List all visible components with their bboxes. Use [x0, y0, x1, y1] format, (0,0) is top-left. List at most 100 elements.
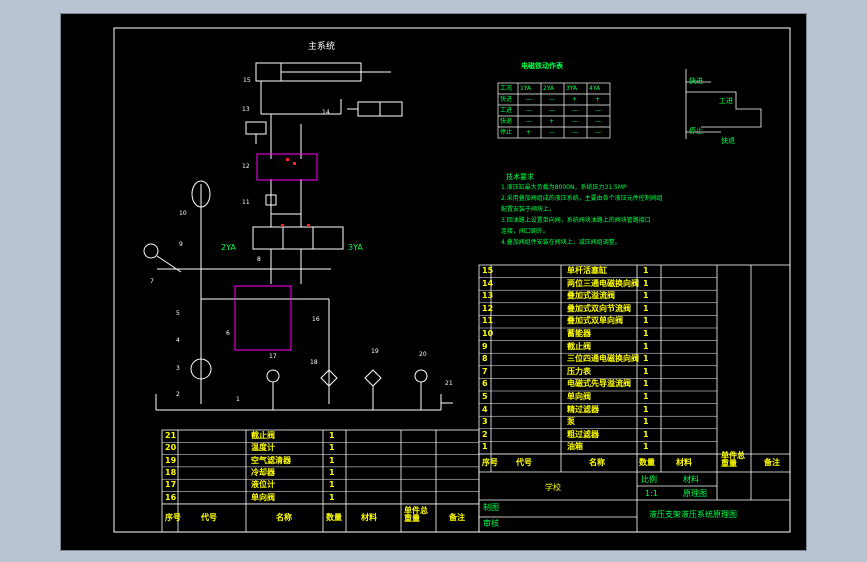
action-header-0: 工况 — [500, 85, 513, 92]
tech-line-3: 3.回油路上设置单向阀，系统阀块油路上的阀块管路接口 — [501, 217, 651, 224]
right-row-no-1: 1 — [482, 442, 488, 452]
action-cell-2-1: — — [526, 118, 532, 125]
drawing-sheet — [113, 27, 791, 533]
cycle-step-fast-forward: 快进 — [689, 77, 703, 85]
right-row-no-11: 11 — [482, 316, 494, 326]
component-number-12: 12 — [242, 163, 250, 170]
lh-qty: 数量 — [326, 513, 342, 522]
left-row-no-16: 16 — [165, 492, 177, 502]
left-row-qty-18: 1 — [329, 467, 335, 477]
right-row-name-8: 三位四通电磁换向阀 — [567, 354, 639, 364]
cycle-step-work-feed: 工进 — [719, 97, 733, 105]
component-number-10: 10 — [179, 210, 187, 217]
left-row-qty-16: 1 — [329, 492, 335, 502]
rh-qty: 数量 — [639, 458, 655, 467]
left-row-qty-19: 1 — [329, 455, 335, 465]
right-row-qty-15: 1 — [643, 266, 649, 275]
lh-weight: 单件总重量 — [404, 506, 428, 523]
right-row-no-10: 10 — [482, 329, 494, 338]
action-header-2: 2YA — [543, 85, 555, 92]
cycle-diagram — [685, 69, 762, 139]
component-number-9: 9 — [179, 241, 183, 248]
action-table-title: 电磁铁动作表 — [521, 62, 563, 70]
right-row-no-15: 15 — [482, 266, 494, 275]
action-cell-1-3: — — [572, 107, 578, 114]
action-header-1: 1YA — [520, 85, 532, 92]
right-row-qty-12: 1 — [643, 303, 649, 313]
component-number-1: 1 — [236, 396, 240, 403]
valve-label-left: 2YA — [221, 243, 236, 252]
right-row-qty-14: 1 — [643, 278, 649, 288]
left-row-name-17: 液位计 — [251, 480, 275, 490]
rh-note: 备注 — [764, 458, 780, 467]
material-label: 材料 — [683, 475, 699, 484]
action-table-grid — [497, 82, 611, 139]
component-number-14: 14 — [322, 109, 330, 116]
action-cell-0-0: 快进 — [500, 96, 513, 103]
rh-code: 代号 — [516, 458, 532, 467]
right-row-no-9: 9 — [482, 341, 488, 351]
right-row-no-7: 7 — [482, 366, 488, 376]
lh-code: 代号 — [201, 513, 217, 522]
action-header-3: 3YA — [566, 85, 578, 92]
right-row-qty-7: 1 — [643, 366, 649, 376]
lh-material: 材料 — [361, 513, 377, 522]
action-cell-1-2: — — [549, 107, 555, 114]
scale-label: 比例 — [641, 475, 657, 484]
lh-note: 备注 — [449, 513, 465, 522]
right-row-name-5: 单向阀 — [567, 392, 591, 401]
right-row-name-1: 油箱 — [567, 442, 583, 452]
component-number-7: 7 — [150, 278, 154, 285]
hydraulic-schematic — [143, 62, 453, 411]
right-row-no-2: 2 — [482, 429, 488, 439]
rh-name: 名称 — [589, 458, 605, 467]
component-number-6: 6 — [226, 330, 230, 337]
action-cell-2-4: — — [595, 118, 601, 125]
right-row-name-13: 叠加式溢流阀 — [567, 291, 615, 301]
component-number-16: 16 — [312, 316, 320, 323]
lh-no: 序号 — [165, 513, 181, 522]
action-cell-3-2: — — [549, 129, 555, 136]
rh-no: 序号 — [482, 458, 498, 467]
action-cell-1-4: — — [595, 107, 601, 114]
cycle-step-stop: 停止 — [689, 127, 703, 135]
right-row-name-12: 叠加式双向节流阀 — [567, 303, 631, 313]
right-row-qty-11: 1 — [643, 316, 649, 326]
checked-by-label: 审核 — [483, 519, 499, 528]
component-number-17: 17 — [269, 353, 277, 360]
drawing-type-label: 原理图 — [683, 489, 707, 498]
scale-value: 1:1 — [645, 489, 658, 498]
right-row-no-6: 6 — [482, 379, 488, 389]
valve-12-group — [256, 153, 318, 181]
left-row-no-21: 21 — [165, 431, 177, 440]
action-cell-3-1: + — [526, 129, 532, 136]
action-cell-1-1: — — [526, 107, 532, 114]
right-row-qty-13: 1 — [643, 291, 649, 301]
left-row-no-19: 19 — [165, 455, 177, 465]
left-row-qty-17: 1 — [329, 480, 335, 490]
right-row-no-4: 4 — [482, 404, 488, 414]
parts-list-right-grid — [478, 264, 791, 533]
action-cell-0-4: + — [595, 96, 601, 103]
parts-list-left-rows — [162, 442, 479, 505]
component-number-2: 2 — [176, 391, 180, 398]
action-cell-1-0: 工进 — [500, 107, 513, 114]
right-row-qty-4: 1 — [643, 404, 649, 414]
left-row-no-20: 20 — [165, 443, 177, 453]
valve-6-group — [234, 285, 292, 351]
tech-line-2: 配置安装于阀块上。 — [501, 206, 556, 213]
left-row-name-19: 空气滤清器 — [251, 455, 291, 465]
action-cell-3-4: — — [595, 129, 601, 136]
left-row-name-18: 冷却器 — [251, 467, 275, 477]
right-row-no-3: 3 — [482, 417, 488, 427]
action-cell-2-0: 快退 — [500, 118, 513, 125]
component-number-18: 18 — [310, 359, 318, 366]
right-row-name-2: 粗过滤器 — [567, 429, 599, 439]
component-number-19: 19 — [371, 348, 379, 355]
main-system-title: 主系统 — [308, 42, 336, 52]
right-row-name-15: 单杆活塞缸 — [567, 266, 607, 275]
right-row-name-6: 电磁式先导溢流阀 — [567, 379, 631, 389]
lh-name: 名称 — [276, 513, 292, 522]
component-number-3: 3 — [176, 365, 180, 372]
